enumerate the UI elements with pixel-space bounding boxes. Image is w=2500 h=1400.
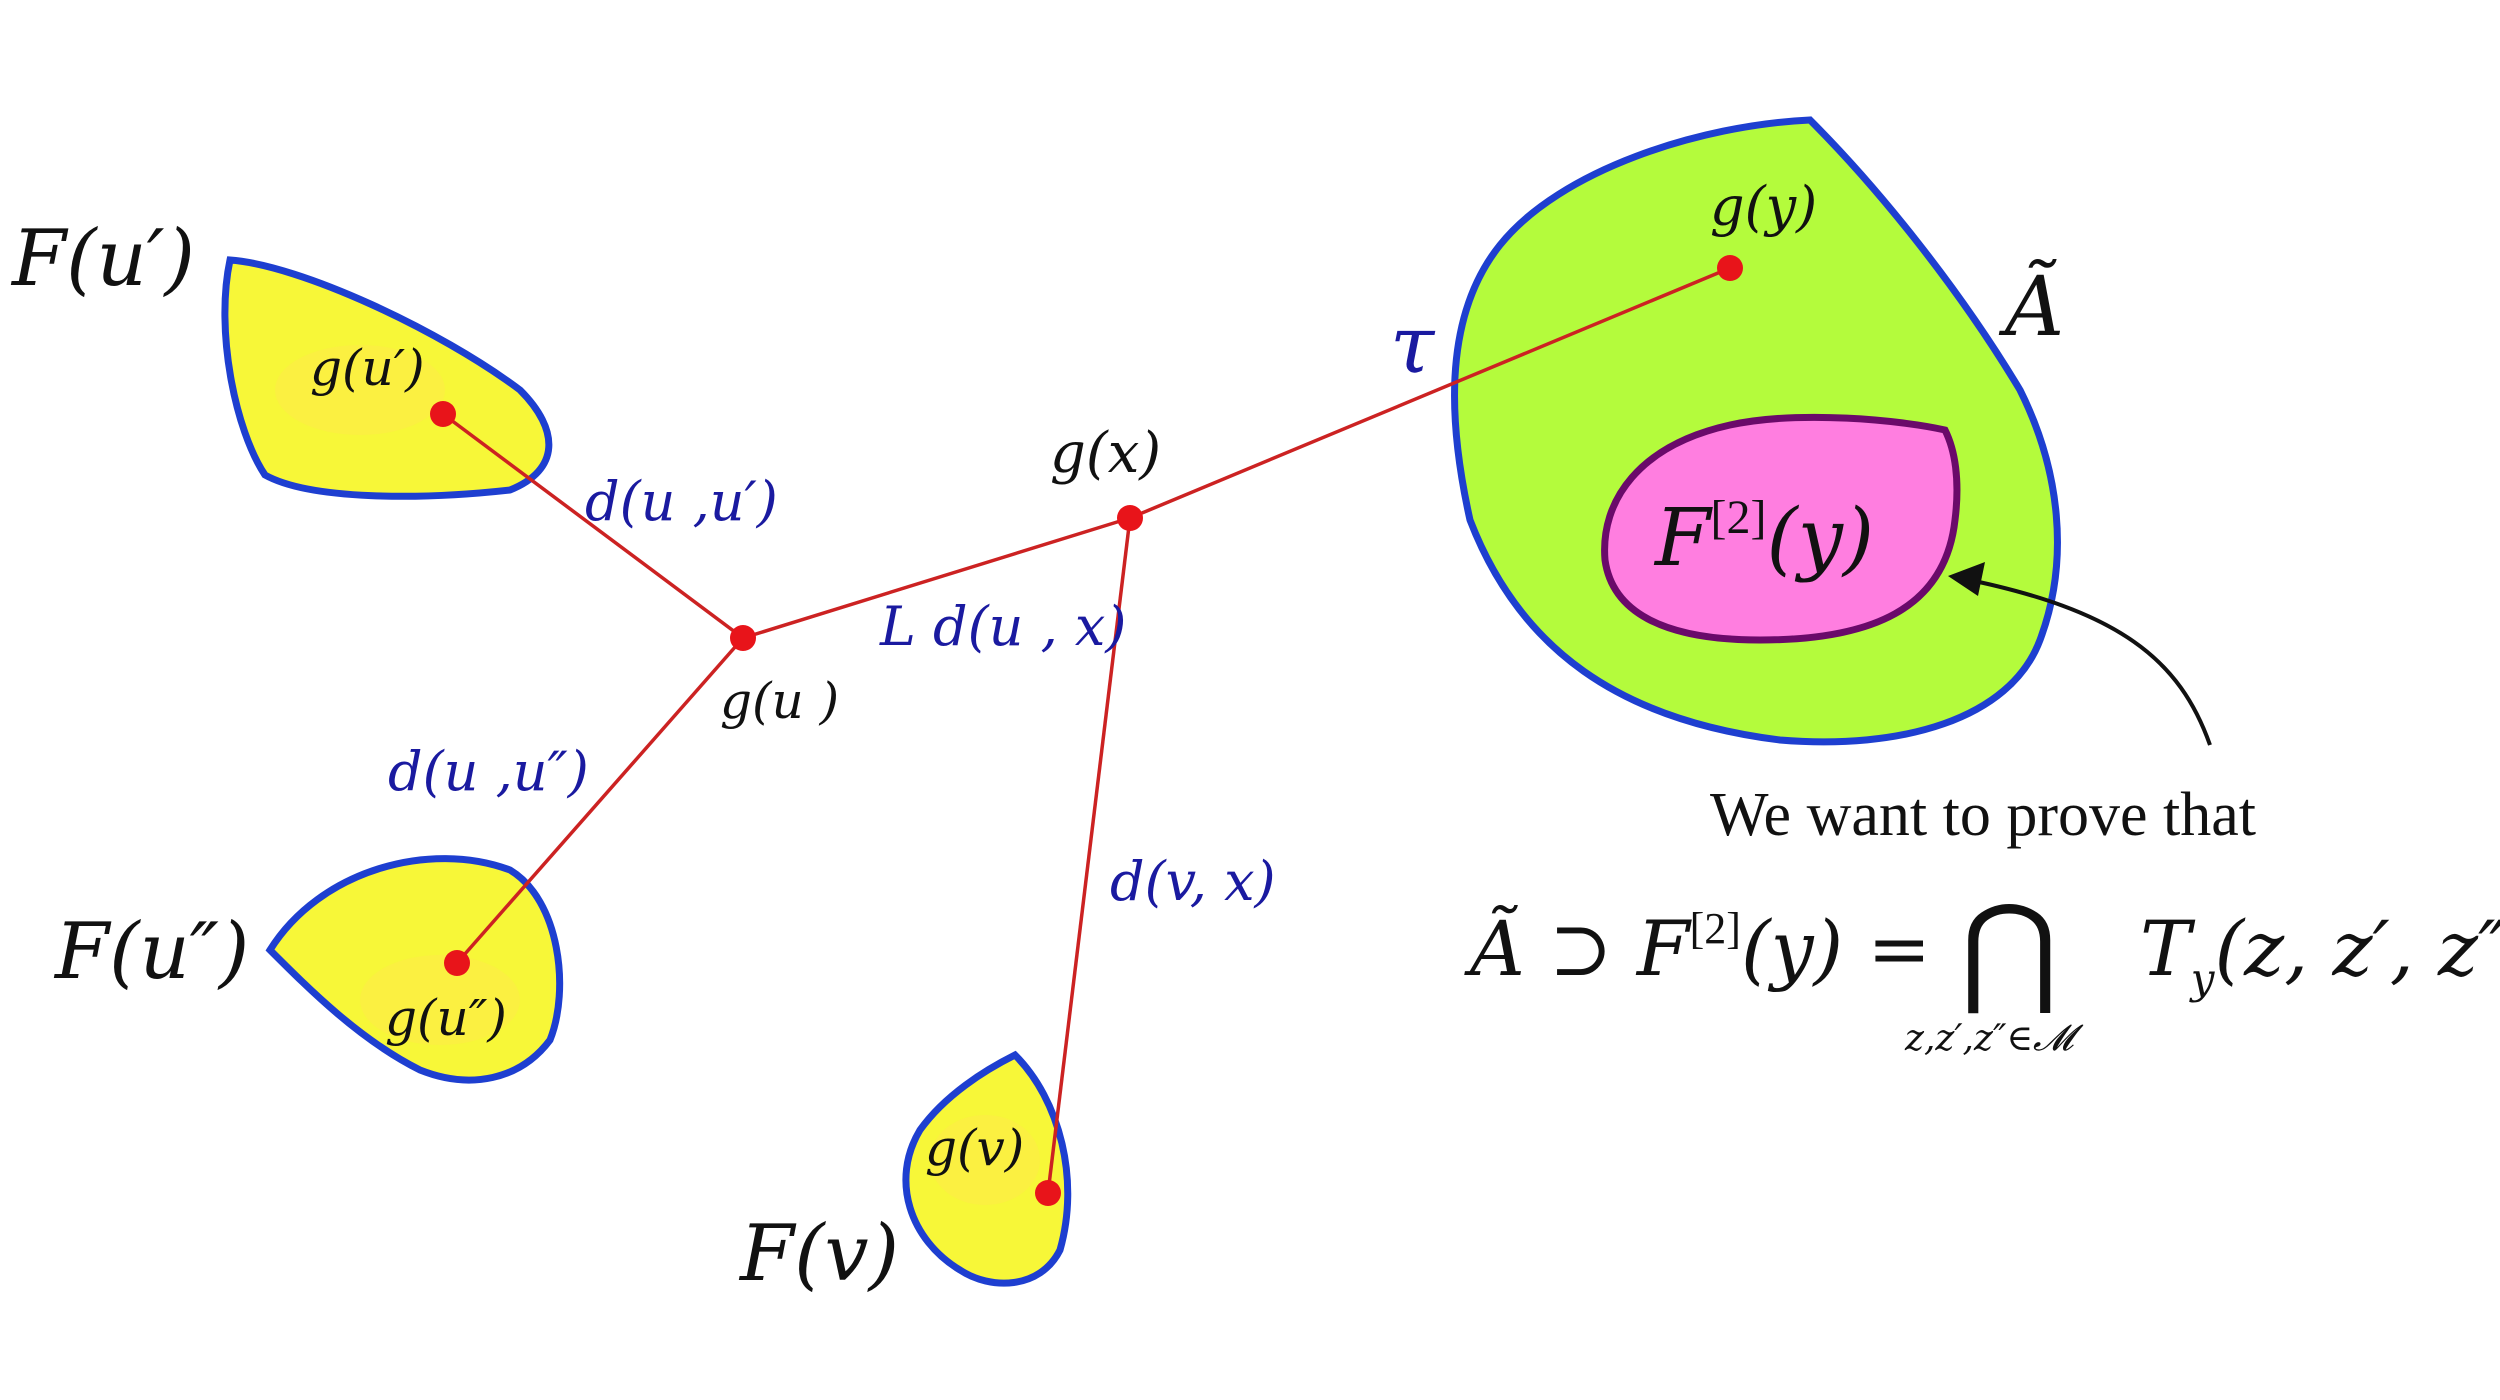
label-f2-y-arg: (y)	[1766, 491, 1874, 584]
label-f2-y-base: F	[1653, 491, 1713, 584]
annotation-arrow	[1959, 576, 2212, 746]
label-f2-y-sup: [2]	[1711, 491, 1767, 544]
formula-t: Ty(z, z′, z″)	[2140, 904, 2500, 1003]
formula-t-sub: y	[2189, 954, 2216, 1003]
annotation-text: We want to prove that	[1710, 781, 2256, 849]
formula-mid: (y) =	[1741, 904, 1931, 993]
region-f-u-dprime-highlight	[360, 955, 520, 1045]
dot-g-u	[730, 625, 756, 651]
annotation-arrowhead	[1948, 562, 1985, 596]
edge-v-x	[1046, 517, 1132, 1194]
edge-u-x	[742, 516, 1131, 640]
formula-index: z,z′,z″∈𝓜	[1904, 1018, 2084, 1059]
label-g-v: g(v)	[925, 1119, 1024, 1177]
label-d-v-x: d(v, x)	[1110, 850, 1276, 913]
label-g-y: g(y)	[1710, 175, 1817, 238]
region-f-u-prime-highlight	[275, 345, 445, 435]
label-f-u-dprime: F(u″)	[53, 907, 249, 997]
label-a-tilde: Ã	[1998, 259, 2064, 355]
label-g-x: g(x)	[1050, 421, 1161, 486]
label-d-u-uprime: d(u ,u′)	[585, 470, 778, 533]
edge-x-y	[1129, 266, 1731, 520]
label-g-u: g(u )	[720, 672, 839, 730]
label-l-d-u-x-rest: d(u , x)	[916, 595, 1127, 658]
formula-left: Ã ⊃ F[2](y) =	[1464, 904, 1931, 993]
label-f-u-prime: F(u′)	[10, 214, 195, 304]
label-l-d-u-x-l: L	[879, 595, 916, 658]
dot-g-v	[1035, 1180, 1061, 1206]
points	[430, 255, 1743, 1206]
region-f-v-highlight	[930, 1115, 1040, 1205]
dot-g-u-prime	[430, 401, 456, 427]
edge-u-uprime	[441, 412, 745, 640]
label-g-u-prime: g(u′)	[310, 339, 425, 397]
dot-g-x	[1117, 505, 1143, 531]
edges	[441, 266, 1731, 1194]
label-tau: τ	[1390, 298, 1436, 391]
label-f2-y: F[2](y)	[1653, 491, 1874, 584]
formula-t-main: T	[2140, 904, 2196, 993]
region-f2-y	[1601, 413, 1961, 644]
formula-left-main: Ã ⊃ F	[1464, 904, 1692, 993]
edge-u-udprime	[455, 636, 745, 965]
formula-cap: ⋂	[1960, 883, 2058, 1016]
dot-g-u-dprime	[444, 950, 470, 976]
dot-g-y	[1717, 255, 1743, 281]
label-l-d-u-x: L d(u , x)	[879, 595, 1126, 658]
label-f-v: F(v)	[738, 1209, 899, 1299]
label-d-u-udprime: d(u ,u″)	[388, 740, 589, 803]
formula-sup: [2]	[1690, 904, 1741, 953]
annotation-formula: Ã ⊃ F[2](y) = ⋂ Ty(z, z′, z″) z,z′,z″∈𝓜	[1464, 883, 2500, 1059]
label-g-u-dprime: g(u″)	[385, 989, 507, 1047]
formula-args: (z, z′, z″)	[2214, 904, 2500, 993]
